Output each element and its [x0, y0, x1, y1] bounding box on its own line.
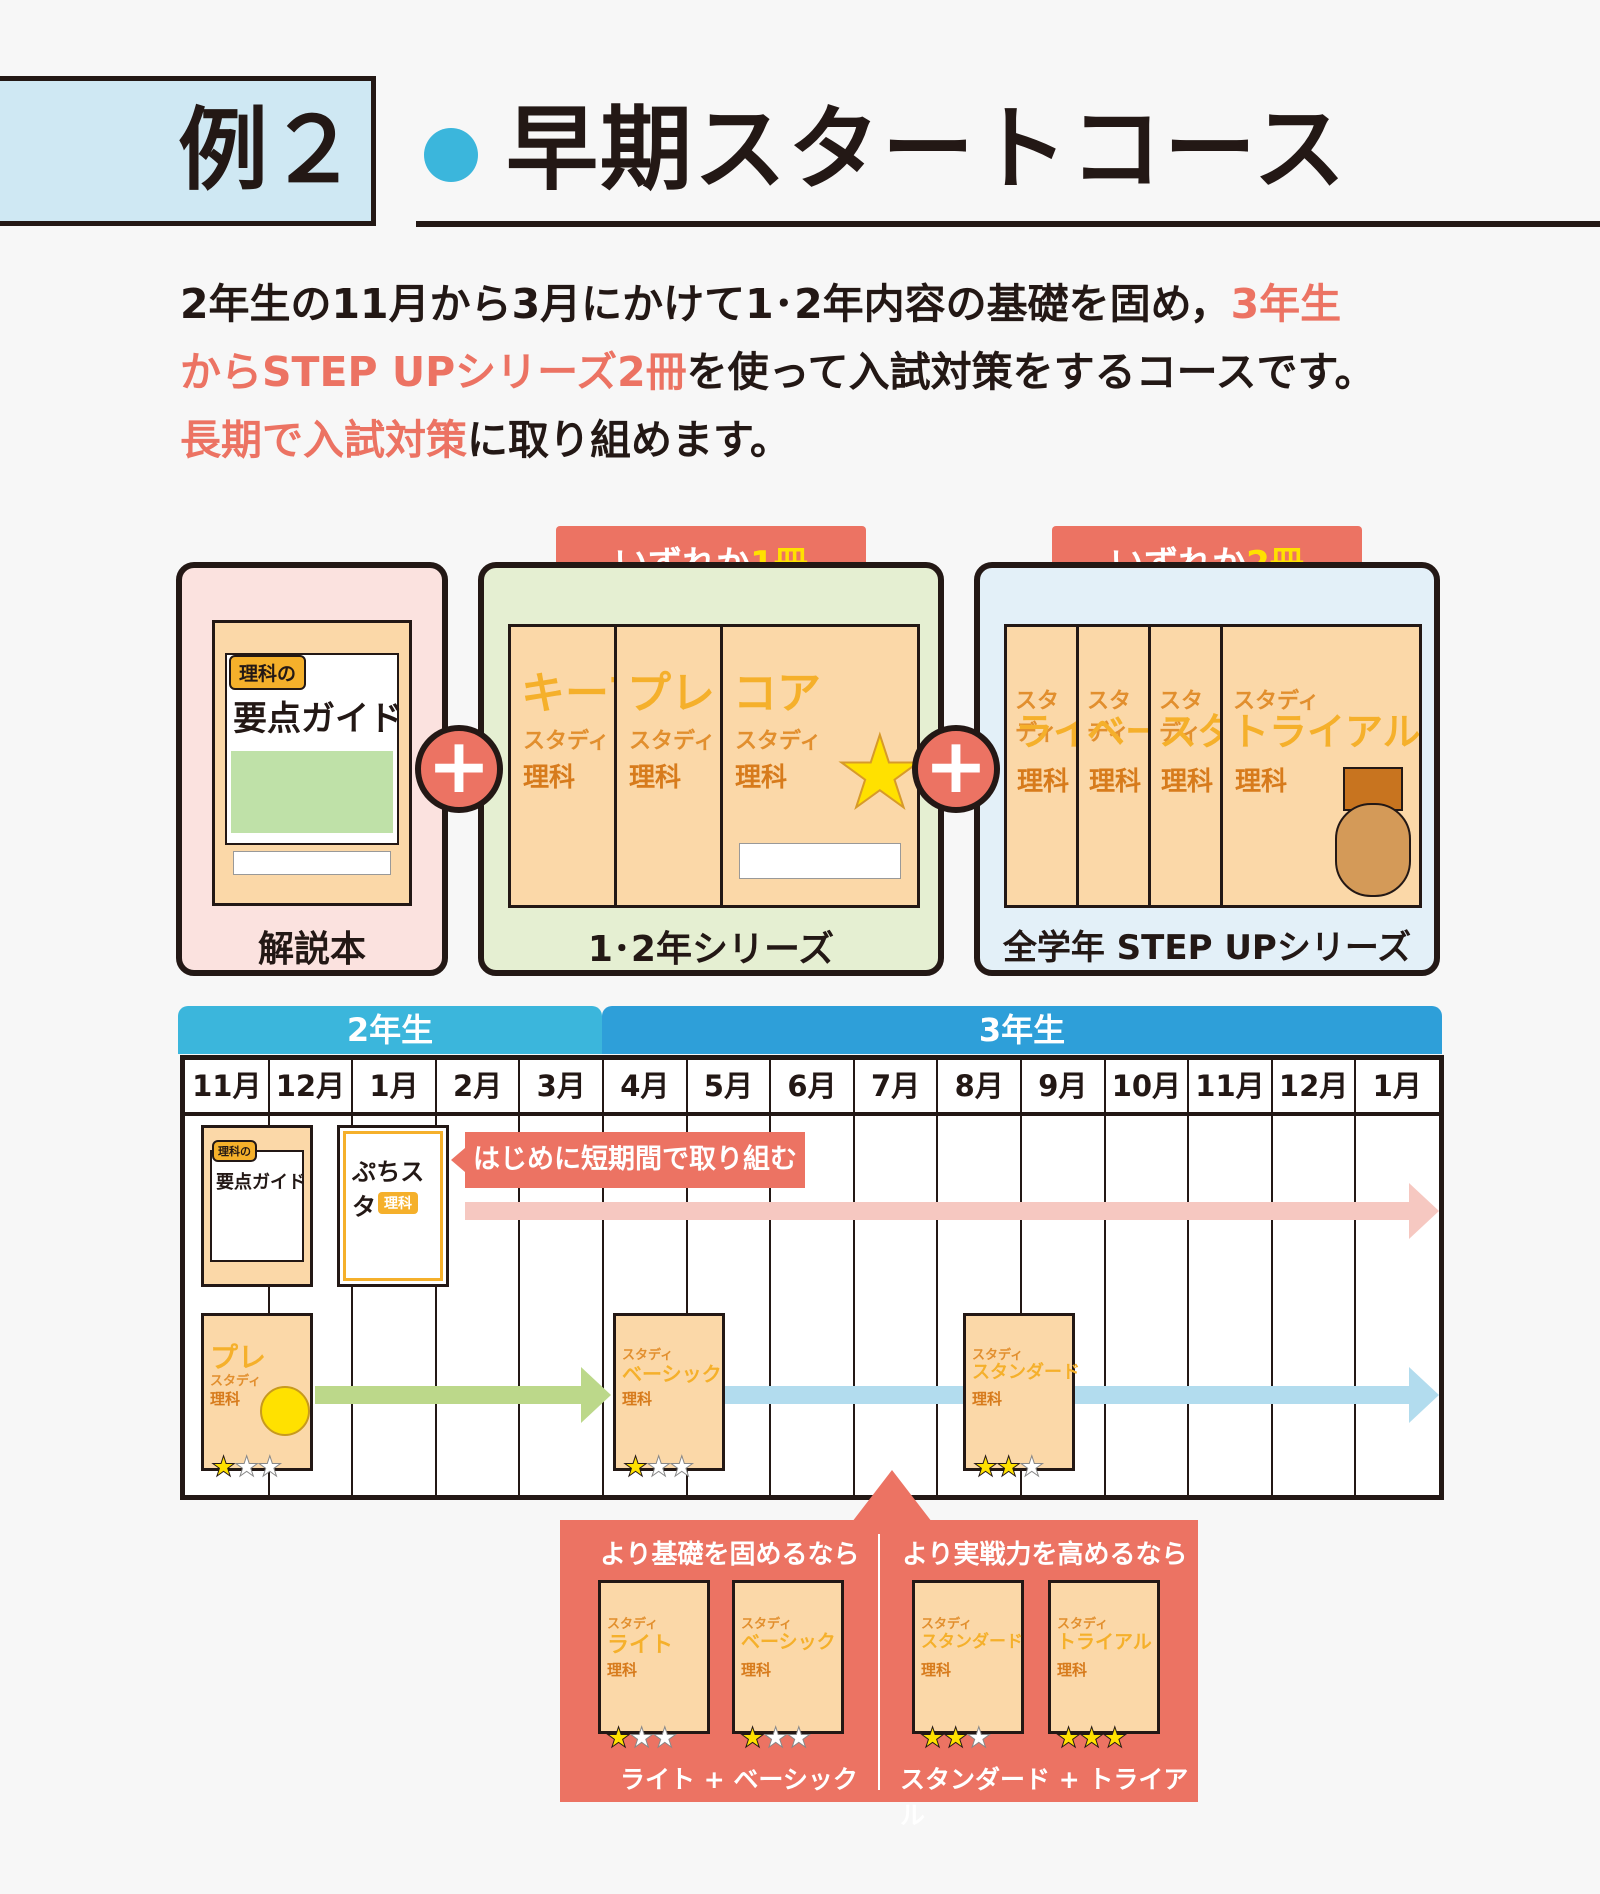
month-cell: 8月 — [954, 1069, 1004, 1103]
month-grid-line — [1103, 1060, 1106, 1495]
year2-header: 2年生 — [178, 1006, 602, 1054]
month-grid-line — [1187, 1060, 1190, 1495]
option-divider — [878, 1534, 880, 1790]
month-cell: 12月 — [1278, 1069, 1349, 1103]
light-level-stars: ★★★ — [605, 1721, 677, 1754]
desc-text-1: 2年生の11月から3月にかけて1･2年内容の基礎を固め， — [180, 280, 1231, 328]
month-grid-line — [1270, 1060, 1273, 1495]
month-grid-line — [602, 1060, 604, 1495]
guide-arrow-head — [1409, 1183, 1439, 1239]
example-label: 例２ — [178, 98, 358, 203]
pre-arrow-head — [581, 1367, 611, 1423]
option-light-book: スタディ ライト 理科 — [598, 1580, 710, 1734]
timeline-pre-book: プレ スタディ 理科 — [201, 1313, 313, 1471]
desc-text-3: に取り組めます。 — [467, 416, 791, 464]
month-grid-line — [518, 1060, 521, 1495]
month-grid-line — [685, 1060, 688, 1495]
standard-option-stars: ★★★ — [919, 1721, 991, 1754]
basic-level-stars: ★★★ — [622, 1450, 694, 1483]
basic-option-stars: ★★★ — [739, 1721, 811, 1754]
pre-arrow — [315, 1386, 585, 1404]
desc-highlight-1: 3年生 — [1230, 280, 1342, 328]
month-grid-line — [1354, 1060, 1357, 1495]
option-pointer — [852, 1470, 932, 1522]
peanut-character-icon — [1335, 803, 1411, 897]
month-cell: 1月 — [1372, 1069, 1422, 1103]
timeline-grid: 11月 12月 1月 2月 3月 4月 5月 6月 7月 8月 9月 10月 11月 12月 1月 理科の … — [180, 1055, 1444, 1500]
timeline-puchista-book: ぷちスタ 理科 — [337, 1125, 449, 1287]
title-bullet-icon — [424, 128, 478, 182]
plus-icon: + — [415, 725, 503, 813]
timeline-guide-book: 理科の 要点ガイド — [201, 1125, 313, 1287]
guide-arrow — [465, 1202, 1415, 1220]
book-light-cover: スタディ ライト 理科 — [1004, 624, 1084, 908]
month-cell: 1月 — [369, 1069, 419, 1103]
trial-option-stars: ★★★ — [1055, 1721, 1127, 1754]
callout-pointer-icon — [451, 1148, 465, 1172]
page-title: 早期スタートコース — [506, 96, 1348, 203]
desc-highlight-2: からSTEP UPシリーズ2冊 — [180, 348, 687, 396]
month-cell: 12月 — [275, 1069, 346, 1103]
month-cell: 11月 — [192, 1069, 262, 1103]
option-trial-book: スタディ トライアル 理科 — [1048, 1580, 1160, 1734]
month-cell: 4月 — [620, 1069, 670, 1103]
option-basic-book: スタディ ベーシック 理科 — [732, 1580, 844, 1734]
month-grid-line — [852, 1060, 855, 1495]
pre-level-stars: ★★★ — [210, 1450, 282, 1483]
month-cell: 10月 — [1111, 1069, 1182, 1103]
stepup-panel: スタディ ライト 理科 スタディ ベーシック 理科 スタディ スタンダード 理科… — [974, 562, 1440, 976]
book-basic-cover: スタディ ベーシック 理科 — [1076, 624, 1156, 908]
book-standard-cover: スタディ スタンダード 理科 — [1148, 624, 1228, 908]
book-trial-cover: スタディ トライアル 理科 — [1220, 624, 1422, 908]
example-label-box: 例２ — [0, 76, 376, 226]
month-row: 11月 12月 1月 2月 3月 4月 5月 6月 7月 8月 9月 10月 11月 12月 1月 — [185, 1060, 1439, 1116]
option-left-footer: ライト + ベーシック — [620, 1765, 858, 1794]
month-cell: 6月 — [787, 1069, 837, 1103]
chick-character-icon — [260, 1386, 310, 1436]
name-field — [233, 851, 391, 875]
name-field — [739, 843, 901, 879]
stepup-arrow-head — [1409, 1367, 1439, 1423]
title-underline — [416, 221, 1600, 227]
option-right-footer: スタンダード + トライアル — [900, 1765, 1189, 1830]
book-core-cover: コア スタディ 理科 ★ — [720, 624, 920, 908]
standard-level-stars: ★★★ — [972, 1450, 1044, 1483]
option-left-heading: より基礎を固めるなら — [600, 1540, 860, 1570]
course-description: 2年生の11月から3月にかけて1･2年内容の基礎を固め，3年生 からSTEP U… — [180, 270, 1480, 474]
month-cell: 7月 — [871, 1069, 921, 1103]
guide-panel: 理科の 要点ガイド 解説本 — [176, 562, 448, 976]
guide-book-cover: 理科の 要点ガイド — [212, 620, 412, 906]
short-term-callout: はじめに短期間で取り組む — [465, 1132, 805, 1188]
month-grid-line — [769, 1060, 772, 1495]
timeline-basic-book: スタディ ベーシック 理科 — [613, 1313, 725, 1471]
month-cell: 11月 — [1195, 1069, 1265, 1103]
month-grid-line — [936, 1060, 939, 1495]
series12-panel: キープ スタディ 理科 プレ スタディ 理科 コア スタディ 理科 ★ 1･2年… — [478, 562, 944, 976]
guide-label: 解説本 — [257, 929, 366, 970]
guide-cover-title: 要点ガイド — [233, 699, 403, 739]
plus-icon: + — [912, 725, 1000, 813]
series12-label: 1･2年シリーズ — [587, 929, 835, 970]
month-cell: 3月 — [536, 1069, 586, 1103]
book-pre-cover: プレ スタディ 理科 — [614, 624, 734, 908]
guide-cover-illustration — [231, 751, 393, 833]
year3-header: 3年生 — [602, 1006, 1442, 1054]
month-cell: 9月 — [1038, 1069, 1088, 1103]
stepup-label: 全学年 STEP UPシリーズ — [1002, 928, 1412, 968]
option-box: より基礎を固めるなら より実戦力を高めるなら スタディ ライト 理科 ★★★ ス… — [560, 1520, 1198, 1830]
guide-cover-tag: 理科の — [229, 655, 307, 690]
option-right-heading: より実戦力を高めるなら — [902, 1540, 1188, 1570]
month-cell: 5月 — [703, 1069, 753, 1103]
month-grid-line — [1020, 1060, 1022, 1495]
timeline-standard-book: スタディ スタンダード 理科 — [963, 1313, 1080, 1471]
desc-highlight-3: 長期で入試対策 — [180, 416, 467, 464]
book-keep-cover: キープ スタディ 理科 — [508, 624, 628, 908]
star-character-icon: ★ — [834, 714, 920, 831]
month-cell: 2月 — [453, 1069, 503, 1103]
option-standard-book: スタディ スタンダード 理科 — [912, 1580, 1024, 1734]
desc-text-2: を使って入試対策をするコースです。 — [686, 348, 1376, 396]
